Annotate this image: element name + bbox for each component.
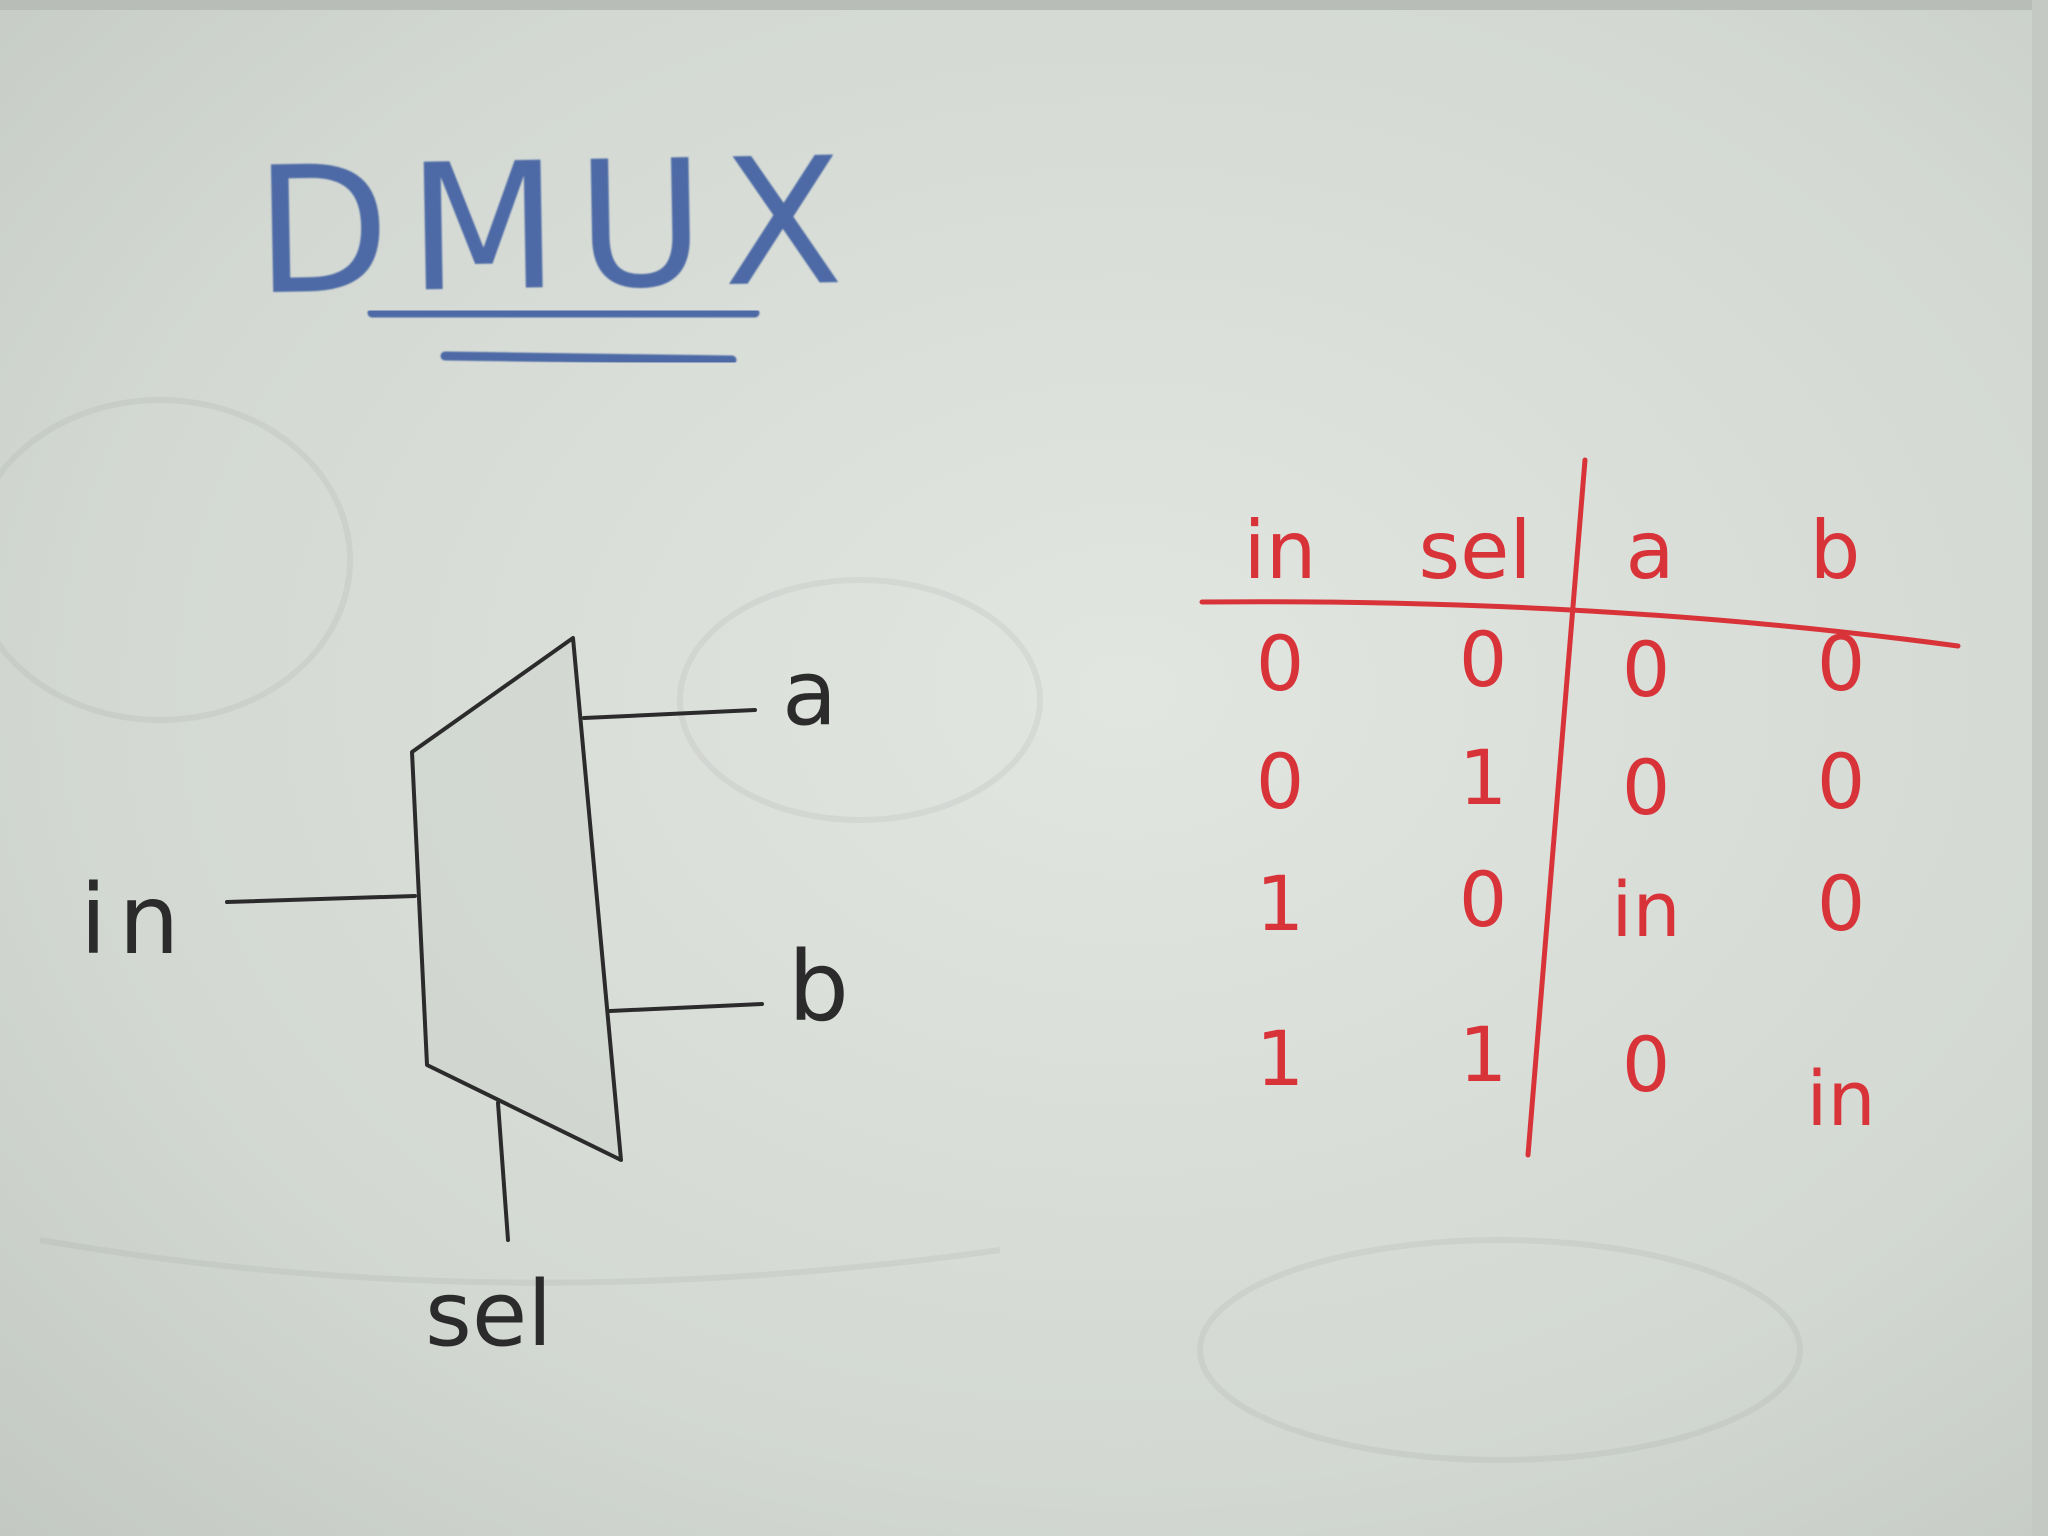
dmux-body (410, 636, 623, 1162)
input-wire (225, 894, 417, 904)
table-cell-r3-b: 0 (1817, 859, 1865, 948)
table-cell-r3-sel: 0 (1459, 855, 1507, 944)
ghost-marks (0, 397, 1803, 1463)
header-sel: sel (1418, 504, 1531, 597)
dmux-block-diagram (225, 636, 764, 1242)
table-cell-r2-in: 0 (1256, 737, 1304, 826)
title-underline (367, 308, 760, 365)
table-cell-r3-a: in (1611, 865, 1680, 954)
table-cell-r2-b: 0 (1817, 737, 1865, 826)
page-title: DMux (253, 121, 862, 335)
table-cell-r1-in: 0 (1256, 619, 1304, 708)
output-b-label: b (788, 931, 849, 1043)
board-frame-right (2032, 0, 2048, 1536)
output-a-label: a (782, 641, 837, 746)
header-b: b (1810, 504, 1861, 597)
output-a-wire (582, 708, 757, 720)
divider-rule (1525, 457, 1588, 1158)
truth-table: in sel a b 0 0 0 0 0 1 0 0 1 0 in 0 1 1 0 in (1199, 457, 1961, 1158)
table-cell-r4-b: in (1806, 1054, 1875, 1143)
table-cell-r1-b: 0 (1817, 619, 1865, 708)
table-cell-r4-a: 0 (1622, 1020, 1670, 1109)
select-label: sel (425, 1262, 552, 1367)
output-b-wire (608, 1002, 764, 1013)
table-cell-r1-sel: 0 (1459, 615, 1507, 704)
table-cell-r1-a: 0 (1622, 625, 1670, 714)
header-in: in (1244, 504, 1317, 597)
table-cell-r4-in: 1 (1256, 1014, 1304, 1103)
header-a: a (1625, 504, 1674, 597)
select-wire (496, 1101, 510, 1242)
truth-table-lines (1199, 457, 1961, 1158)
table-cell-r4-sel: 1 (1459, 1010, 1507, 1099)
table-cell-r2-a: 0 (1622, 743, 1670, 832)
board-frame-top (0, 0, 2048, 10)
table-cell-r2-sel: 1 (1459, 733, 1507, 822)
table-cell-r3-in: 1 (1256, 859, 1304, 948)
input-label: in (80, 864, 192, 976)
header-rule (1199, 599, 1961, 649)
